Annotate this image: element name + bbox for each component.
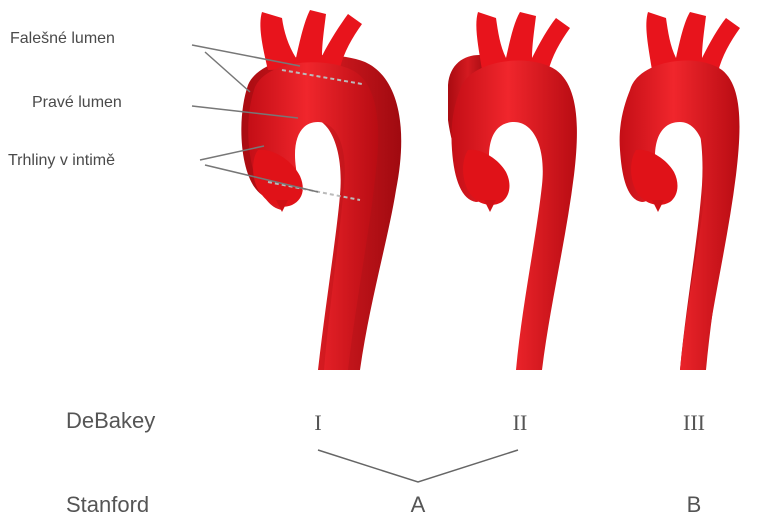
- leader-false-lumen-2: [205, 52, 250, 92]
- aorta-type-i: [241, 10, 401, 370]
- true-lumen-ii: [451, 60, 576, 370]
- aorta-type-ii: [448, 12, 577, 370]
- debakey-type-i: I: [314, 410, 321, 436]
- label-true-lumen: Pravé lumen: [32, 94, 122, 112]
- stanford-a-bracket: [318, 450, 518, 482]
- label-false-lumen: Falešné lumen: [10, 30, 115, 48]
- stanford-type-b: B: [687, 492, 702, 518]
- debakey-type-iii: III: [683, 410, 705, 436]
- root-tip-ii: [484, 200, 496, 212]
- stanford-type-a: A: [411, 492, 426, 518]
- root-tip-iii: [652, 200, 664, 212]
- debakey-type-ii: II: [513, 410, 528, 436]
- true-lumen-iii: [620, 60, 740, 370]
- stanford-row-label: Stanford: [66, 492, 149, 518]
- aorta-type-iii: [620, 12, 740, 370]
- label-intimal-tears: Trhliny v intimě: [8, 152, 115, 170]
- debakey-row-label: DeBakey: [66, 408, 155, 434]
